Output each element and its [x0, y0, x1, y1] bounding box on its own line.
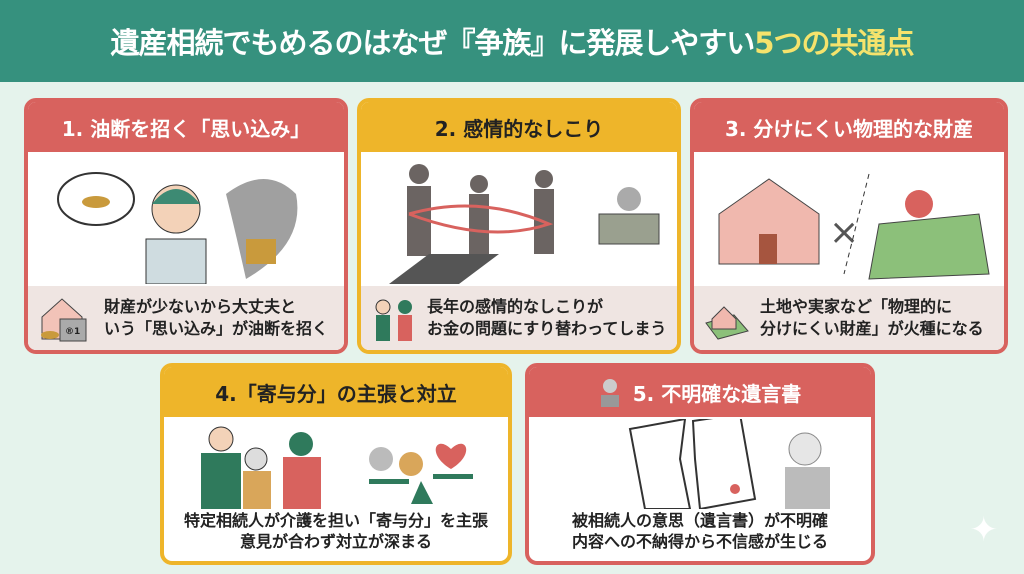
card-footer: 土地や実家など「物理的に分けにくい財産」が火種になる [694, 286, 1004, 350]
card-3: 3. 分けにくい物理的な財産 × 土地や実家など「物理的に分けにくい財産」が火種… [690, 98, 1008, 354]
house-land-icon [705, 306, 749, 340]
card-5: 5. 不明確な遺言書 被相続人の意思（遺言書）が不明確内容への不納得から不信感が… [525, 363, 875, 565]
safe-label: ®1 [65, 327, 80, 337]
caption-line: 特定相続人が介護を担い「寄与分」を主張 [183, 511, 488, 531]
elderly-man-icon [600, 379, 619, 407]
footer-line: お金の問題にすり替わってしまう [427, 319, 667, 338]
house-safe-icon: ®1 [41, 298, 87, 342]
card-title: 5. 不明確な遺言書 [632, 381, 802, 406]
card-title: 2. 感情的なしこり [361, 102, 677, 152]
thinking-man-illustration [28, 152, 344, 286]
card-header: 5. 不明確な遺言書 [529, 367, 871, 417]
card-footer: ®1 財産が少ないから大丈夫という「思い込み」が油断を招く [28, 286, 344, 350]
card-4: 4.「寄与分」の主張と対立 特定相続人が介護を担い「寄与分」を主張意見が合わず対… [160, 363, 512, 565]
torn-will-illustration [529, 417, 871, 511]
card-title: 3. 分けにくい物理的な財産 [694, 102, 1004, 152]
footer-line: 財産が少ないから大丈夫と [104, 297, 297, 317]
caption-line: 内容への不納得から不信感が生じる [571, 532, 828, 552]
tangled-family-illustration [361, 152, 677, 286]
svg-text:×: × [829, 212, 859, 253]
card-footer: 長年の感情的なしこりがお金の問題にすり替わってしまう [361, 286, 677, 350]
footer-line: 土地や実家など「物理的に [760, 297, 953, 317]
caregiving-scale-illustration [164, 417, 508, 511]
title-main: 遺産相続でもめるのはなぜ『争族』に発展しやすい [110, 26, 756, 60]
footer-line: 分けにくい財産」が火種になる [760, 319, 984, 338]
caption-line: 被相続人の意思（遺言書）が不明確 [571, 511, 828, 531]
caption-line: 意見が合わず対立が深まる [239, 532, 432, 552]
title-highlight: 5つの共通点 [754, 26, 914, 60]
arguing-couple-icon [375, 299, 412, 341]
card-title: 4.「寄与分」の主張と対立 [164, 367, 508, 417]
sparkle-icon: ✦ [969, 510, 999, 550]
footer-line: いう「思い込み」が油断を招く [104, 319, 329, 338]
card-2: 2. 感情的なしこり 長年の感情的なしこりがお金の問題にすり替わってしまう [357, 98, 681, 354]
house-land-illustration: × [694, 152, 1004, 286]
card-1: 1. 油断を招く「思い込み」 ®1 財産が少ないから大丈夫という「思い込み」が油… [24, 98, 348, 354]
card-title: 1. 油断を招く「思い込み」 [28, 102, 344, 152]
footer-line: 長年の感情的なしこりが [427, 297, 604, 317]
